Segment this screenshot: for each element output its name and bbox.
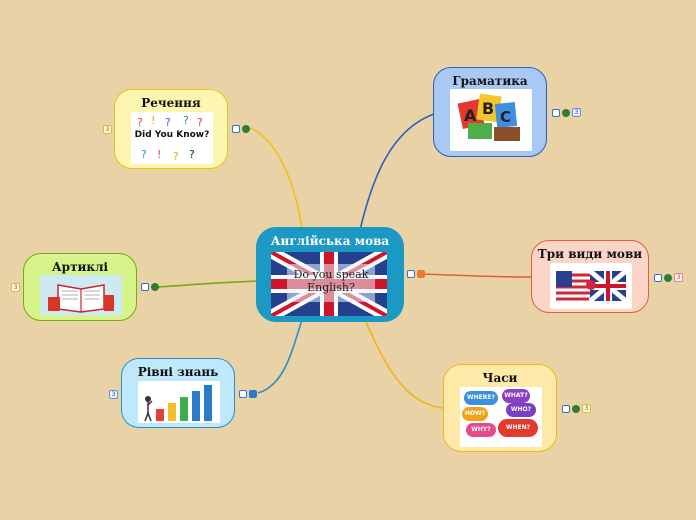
three-types-icons: 3 [654,273,683,282]
central-topic-title: Англійська мова [270,234,390,248]
growth-bars-icon [144,385,212,422]
svg-text:B: B [482,99,494,118]
grammar-icons: 3 [552,108,581,117]
sentences-count: 3 [103,125,112,134]
node-tenses[interactable]: Часи WHERE? WHAT? HOW? WHO? WHY? WHEN? [443,364,557,452]
why-bubble: WHY? [466,423,496,437]
svg-text:?: ? [173,150,179,163]
node-sentences-title: Речення [141,96,201,110]
note-icon[interactable] [654,273,662,282]
link-tenses [365,321,445,409]
link-sentences [249,127,303,229]
central-topic[interactable]: Англійська мова Do you speak English? [256,227,404,322]
link-three-types [423,273,533,278]
svg-text:A: A [464,106,477,125]
note-icon[interactable] [407,270,415,278]
count-badge[interactable]: 3 [582,404,591,413]
globe-icon[interactable] [664,273,672,282]
where-bubble: WHERE? [464,391,498,405]
central-icons [407,270,425,278]
levels-icons [239,390,257,398]
link-levels [257,319,303,394]
book-image [40,275,122,315]
note-icon[interactable] [141,283,149,291]
note-icon[interactable] [552,108,560,117]
node-levels-title: Рівні знань [137,365,219,379]
link-grammar [359,113,435,231]
levels-count: 3 [109,390,118,399]
when-bubble: WHEN? [498,419,538,437]
what-bubble: WHAT? [502,389,530,403]
attachment-icon[interactable] [417,270,425,278]
svg-text:?: ? [165,116,171,129]
node-articles-title: Артиклі [51,260,109,274]
sentences-icons [232,125,250,133]
usa-uk-puzzle-image [550,263,632,309]
node-three-types-title: Три види мови [537,247,643,261]
globe-icon[interactable] [562,108,570,117]
globe-icon[interactable] [572,404,580,413]
svg-text:?: ? [137,116,143,129]
book-icon [48,284,114,313]
tenses-icons: 3 [562,404,591,413]
link-articles [157,280,261,288]
link-icon[interactable] [249,390,257,398]
svg-text:?: ? [197,116,203,129]
count-badge[interactable]: 3 [674,273,683,282]
abc-blocks-icon: A B C [457,93,520,141]
did-you-know-image: ? ! ? ? ? ? ! ? ? Did You Know? [131,112,213,164]
globe-icon[interactable] [242,125,250,133]
count-badge[interactable]: 3 [103,125,112,134]
svg-text:?: ? [183,114,189,127]
question-words-image: WHERE? WHAT? HOW? WHO? WHY? WHEN? [460,387,542,447]
articles-count: 3 [11,283,20,292]
count-badge[interactable]: 3 [11,283,20,292]
svg-text:!: ! [151,114,155,127]
note-icon[interactable] [232,125,240,133]
flags-puzzle-icon [556,269,628,303]
speak-english-text: Do you speak English? [293,268,369,294]
uk-flag-image: Do you speak English? [271,252,387,316]
node-sentences[interactable]: Речення ? ! ? ? ? ? ! ? ? Did You Know? [114,89,228,169]
articles-icons [141,283,159,291]
how-bubble: HOW? [462,407,488,421]
globe-icon[interactable] [151,283,159,291]
svg-text:?: ? [189,148,195,161]
question-marks-icon: ? ! ? ? ? ? ! ? ? [137,114,203,163]
node-three-types[interactable]: Три види мови [531,240,649,313]
node-articles[interactable]: Артиклі [23,253,137,321]
abc-blocks-image: A B C [450,89,532,151]
node-grammar[interactable]: Граматика A B C [433,67,547,157]
count-badge[interactable]: 3 [572,108,581,117]
svg-text:!: ! [157,148,161,161]
svg-text:C: C [500,108,511,126]
count-badge[interactable]: 3 [109,390,118,399]
bar-levels-image [138,381,220,423]
note-icon[interactable] [239,390,247,398]
svg-text:?: ? [141,148,147,161]
node-grammar-title: Граматика [452,74,528,88]
did-you-know-text: Did You Know? [134,130,210,140]
node-levels[interactable]: Рівні знань [121,358,235,428]
who-bubble: WHO? [506,403,536,417]
node-tenses-title: Часи [482,371,518,385]
union-jack-icon [271,252,387,316]
note-icon[interactable] [562,404,570,413]
